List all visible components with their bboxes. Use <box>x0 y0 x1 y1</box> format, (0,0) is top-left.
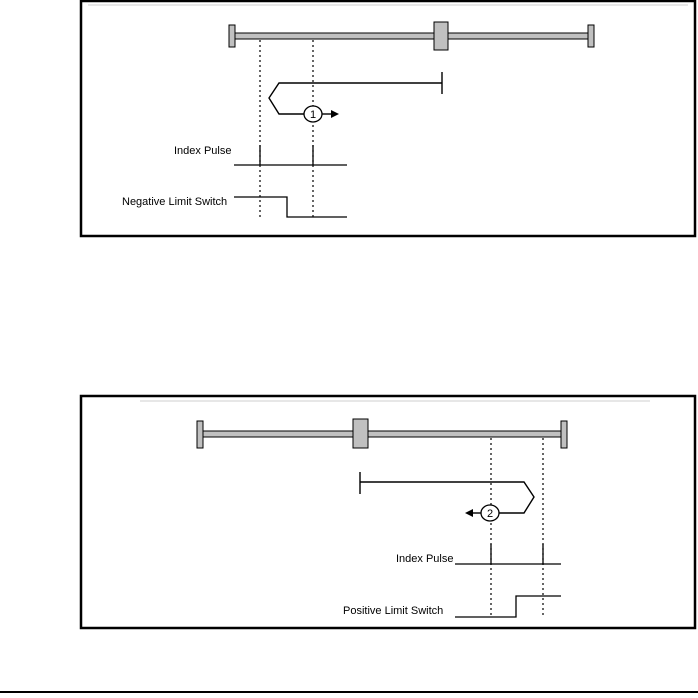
positive-end-stop <box>560 420 568 449</box>
step-marker-2: 2 <box>480 504 500 522</box>
negative-limit-switch-signal <box>234 196 347 218</box>
index-pulse-label: Index Pulse <box>396 553 453 565</box>
diagram-1: 1 Index Pulse Negative Limit Switch <box>79 0 697 238</box>
diagram-2-frame <box>79 394 697 630</box>
diagram-1-frame <box>79 0 697 238</box>
homing-path <box>268 72 443 115</box>
step-marker-1: 1 <box>303 105 323 123</box>
index-pulse-signal <box>234 145 347 166</box>
negative-end-stop <box>196 420 204 449</box>
negative-limit-switch-label: Negative Limit Switch <box>122 196 227 208</box>
index-pulse-label: Index Pulse <box>174 145 231 157</box>
index-pulse-signal <box>455 544 561 565</box>
svg-text:1: 1 <box>310 109 316 121</box>
positive-limit-switch-label: Positive Limit Switch <box>343 605 443 617</box>
carriage <box>352 418 369 449</box>
axis-rail <box>196 418 568 449</box>
svg-text:2: 2 <box>487 508 493 520</box>
positive-end-stop <box>587 24 595 48</box>
diagram-2: 2 Index Pulse Positive Limit Switch <box>79 394 697 630</box>
negative-end-stop <box>228 24 236 48</box>
positive-limit-switch-signal <box>455 595 561 618</box>
axis-rail <box>228 21 595 51</box>
homing-path <box>359 472 535 514</box>
carriage <box>433 21 449 51</box>
